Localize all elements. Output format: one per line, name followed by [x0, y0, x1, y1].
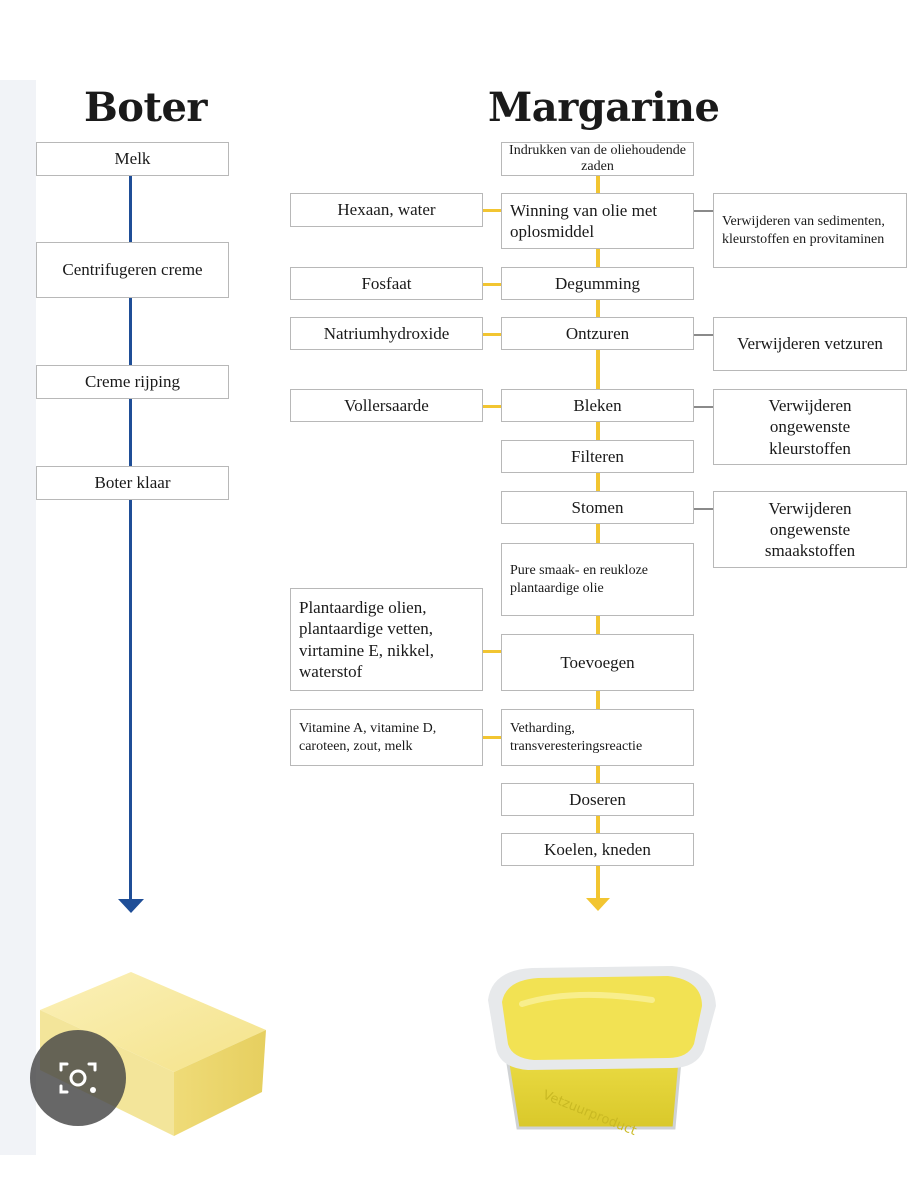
butter-step-centrifugeren: Centrifugeren creme	[36, 242, 229, 298]
margarine-step-degumming: Degumming	[501, 267, 694, 300]
margarine-step-filteren: Filteren	[501, 440, 694, 473]
margarine-step-bleken: Bleken	[501, 389, 694, 422]
margarine-step-koelen: Koelen, kneden	[501, 833, 694, 866]
butter-step-klaar: Boter klaar	[36, 466, 229, 500]
margarine-step-vetharding: Vetharding, transveresteringsreactie	[501, 709, 694, 766]
input-fosfaat: Fosfaat	[290, 267, 483, 300]
margarine-step-winning: Winning van olie met oplosmiddel	[501, 193, 694, 249]
input-vitamine: Vitamine A, vitamine D, caroteen, zout, …	[290, 709, 483, 766]
connector-output-2	[694, 406, 713, 408]
margarine-tub-image: Vetzuurproduct	[482, 958, 722, 1148]
butter-step-melk: Melk	[36, 142, 229, 176]
butter-step-rijping: Creme rijping	[36, 365, 229, 399]
output-sedimenten: Verwijderen van sedimenten, kleurstoffen…	[713, 193, 907, 268]
butter-flow-line	[129, 176, 132, 900]
margarine-step-doseren: Doseren	[501, 783, 694, 816]
input-plantaardige: Plantaardige olien, plantaardige vetten,…	[290, 588, 483, 691]
input-natriumhydroxide: Natriumhydroxide	[290, 317, 483, 350]
margarine-arrow-head	[586, 898, 610, 911]
connector-input-1	[483, 283, 501, 286]
connector-input-4	[483, 650, 501, 653]
output-vetzuren: Verwijderen vetzuren	[713, 317, 907, 371]
butter-title: Boter	[84, 84, 208, 131]
connector-output-1	[694, 334, 713, 336]
margarine-step-indrukken: Indrukken van de oliehoudende zaden	[501, 142, 694, 176]
margarine-step-pure-olie: Pure smaak- en reukloze plantaardige oli…	[501, 543, 694, 616]
left-margin-strip	[0, 80, 36, 1155]
butter-arrow-head	[118, 899, 144, 913]
input-vollersaarde: Vollersaarde	[290, 389, 483, 422]
input-hexaan: Hexaan, water	[290, 193, 483, 227]
connector-input-3	[483, 405, 501, 408]
output-kleurstoffen: Verwijderen ongewenste kleurstoffen	[713, 389, 907, 465]
margarine-flow-line	[596, 176, 600, 898]
margarine-step-stomen: Stomen	[501, 491, 694, 524]
output-smaakstoffen: Verwijderen ongewenste smaakstoffen	[713, 491, 907, 568]
margarine-step-toevoegen: Toevoegen	[501, 634, 694, 691]
connector-input-0	[483, 209, 501, 212]
connector-input-2	[483, 333, 501, 336]
lens-search-icon[interactable]	[30, 1030, 126, 1126]
margarine-title: Margarine	[488, 84, 720, 131]
connector-output-0	[694, 210, 713, 212]
connector-output-3	[694, 508, 713, 510]
connector-input-5	[483, 736, 501, 739]
margarine-step-ontzuren: Ontzuren	[501, 317, 694, 350]
